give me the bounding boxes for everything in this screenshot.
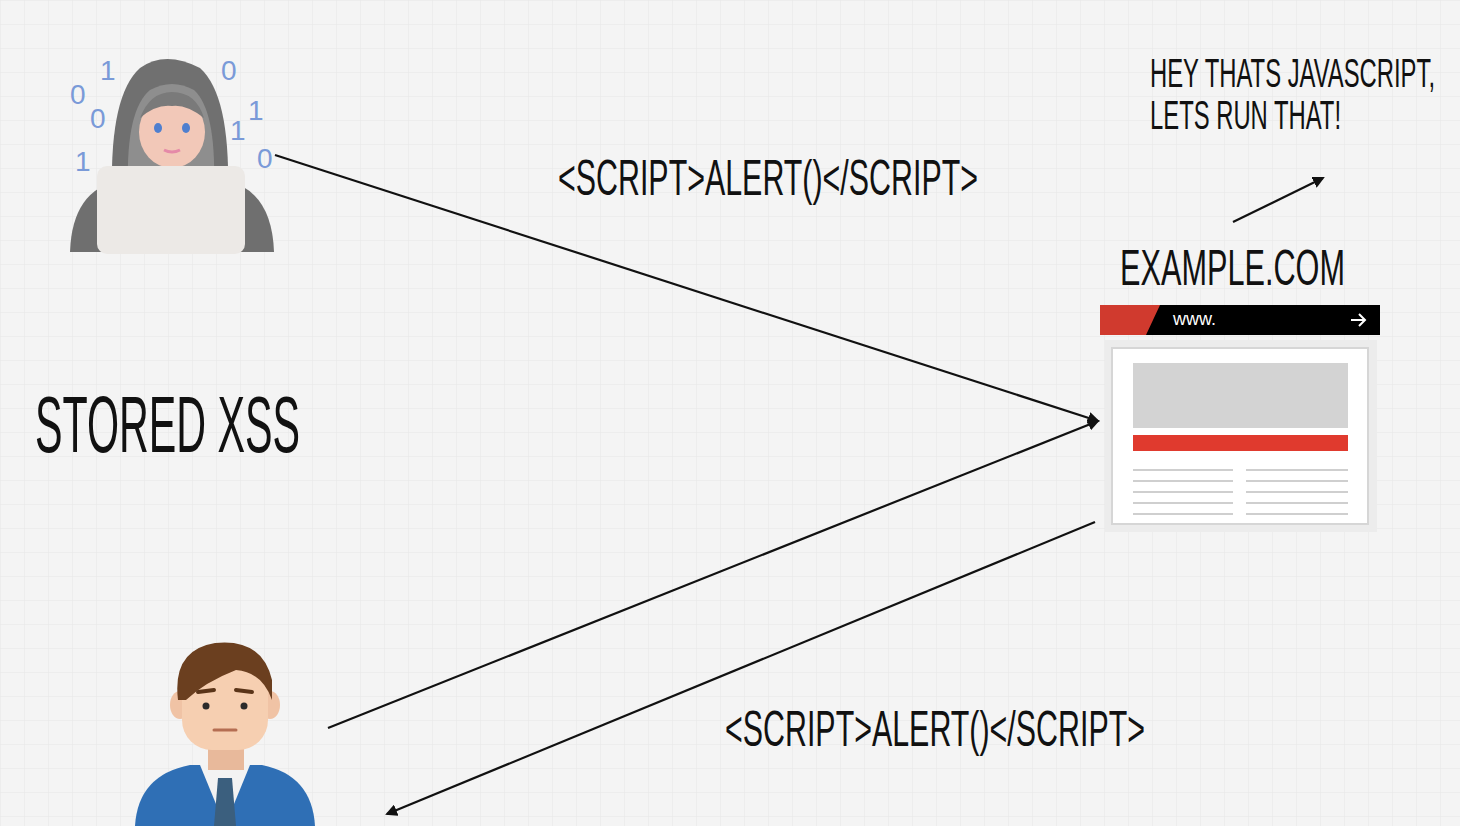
binary-digit: 1 <box>75 147 91 176</box>
website-window: EXAMPLE.COM www. <box>1098 240 1383 535</box>
binary-digit: 0 <box>257 144 273 173</box>
payload-label: <SCRIPT>ALERT()</SCRIPT> <box>558 152 978 205</box>
binary-digit: 1 <box>100 56 116 85</box>
address-bar-text: www. <box>1173 310 1216 329</box>
binary-digit: 0 <box>90 104 106 133</box>
site-heading: EXAMPLE.COM <box>1120 242 1345 295</box>
server-thought-note: HEY THATS JAVASCRIPT, LETS RUN THAT! <box>1150 52 1440 136</box>
binary-digit: 1 <box>248 96 264 125</box>
payload-label: <SCRIPT>ALERT()</SCRIPT> <box>725 703 1145 756</box>
binary-digit: 0 <box>221 56 237 85</box>
binary-digit: 0 <box>70 80 86 109</box>
hacker-figure <box>70 59 274 254</box>
binary-digit: 1 <box>230 116 246 145</box>
user-figure <box>135 642 315 826</box>
diagram-title: STORED XSS <box>35 383 300 467</box>
